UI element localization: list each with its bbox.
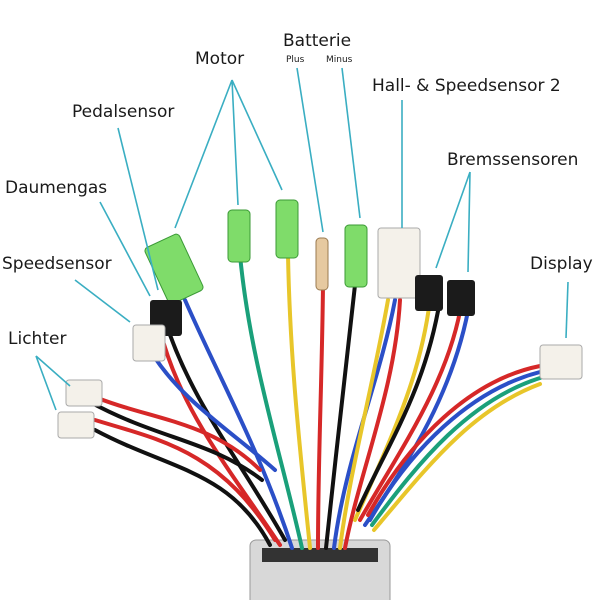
brake-sensor-connector-2 xyxy=(447,280,475,316)
display-connector xyxy=(539,344,583,380)
wires xyxy=(88,253,542,550)
motor-connector-3 xyxy=(275,199,299,259)
light-connector-2 xyxy=(57,411,95,439)
label-display: Display xyxy=(530,254,593,274)
hall-sensor-connector xyxy=(377,227,421,299)
label-plus: Plus xyxy=(286,55,305,65)
battery-minus-connector xyxy=(344,224,368,288)
speed-sensor-connector xyxy=(132,324,166,362)
light-connector-1 xyxy=(65,379,103,407)
battery-plus-connector xyxy=(315,237,329,291)
connectors xyxy=(57,199,583,439)
motor-connector-1 xyxy=(144,233,204,305)
controller-box xyxy=(249,539,391,600)
label-daumengas: Daumengas xyxy=(5,178,107,198)
leader-lines xyxy=(35,67,569,411)
label-bremssensoren: Bremssensoren xyxy=(447,150,578,170)
label-speedsensor: Speedsensor xyxy=(2,254,112,274)
brake-sensor-connector-1 xyxy=(415,275,443,311)
label-hall-speedsensor: Hall- & Speedsensor 2 xyxy=(372,76,561,96)
label-motor: Motor xyxy=(195,49,244,69)
label-batterie: Batterie xyxy=(283,31,351,51)
label-lichter: Lichter xyxy=(8,329,66,349)
label-minus: Minus xyxy=(326,55,353,65)
label-pedalsensor: Pedalsensor xyxy=(72,102,174,122)
motor-connector-2 xyxy=(227,209,251,263)
